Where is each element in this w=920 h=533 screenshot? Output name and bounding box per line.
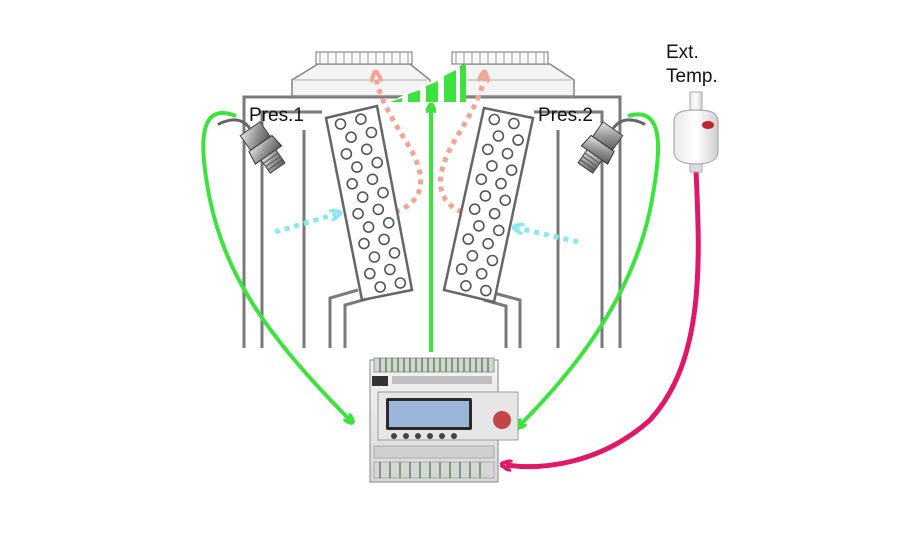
coil-tube bbox=[468, 203, 481, 215]
coil-tube bbox=[486, 160, 498, 172]
cool-air-flow bbox=[274, 214, 579, 245]
coil-tube bbox=[480, 284, 492, 297]
coil-tube bbox=[495, 177, 507, 190]
fan-right bbox=[443, 51, 575, 97]
coil-tube bbox=[488, 207, 501, 220]
coil-tube bbox=[377, 186, 389, 199]
coil-tube bbox=[371, 156, 384, 169]
coil-tube bbox=[481, 143, 494, 156]
coil-tube bbox=[479, 190, 492, 202]
coil-tube bbox=[508, 117, 520, 130]
coil-tube bbox=[488, 113, 501, 126]
temperature-signal-line bbox=[506, 169, 701, 467]
coil-tube bbox=[352, 207, 364, 220]
coil-tube bbox=[358, 237, 370, 250]
coil-left bbox=[324, 104, 414, 302]
coil-tube bbox=[486, 254, 499, 267]
coil-tube bbox=[374, 281, 387, 293]
ext-temp-label-line1: Ext. bbox=[666, 42, 699, 63]
coil-tube bbox=[388, 247, 401, 259]
fan-speed-ramp bbox=[390, 64, 466, 102]
coil-tube bbox=[460, 279, 472, 292]
pressure-signal-lines bbox=[201, 108, 661, 425]
temperature-probe-icon bbox=[673, 91, 719, 173]
coil-tube bbox=[351, 161, 363, 173]
coil-tube bbox=[505, 164, 518, 176]
pressure-transducer-icon bbox=[577, 118, 646, 174]
fan-left bbox=[291, 51, 431, 97]
coil-tube bbox=[363, 267, 376, 280]
ext-temp-label-line2: Temp. bbox=[666, 66, 718, 87]
coil-tube bbox=[334, 118, 347, 130]
coil-tube bbox=[482, 237, 494, 250]
hot-air-flow bbox=[376, 76, 484, 215]
coil-tube bbox=[365, 126, 378, 139]
coil-tube bbox=[492, 224, 505, 237]
pressure-transducer-icon bbox=[217, 118, 286, 174]
coil-tube bbox=[501, 147, 514, 160]
coil-tube bbox=[382, 217, 395, 229]
coil-tube bbox=[340, 148, 353, 160]
coil-tube bbox=[378, 233, 390, 246]
coil-tube bbox=[492, 130, 505, 142]
controller-icon bbox=[369, 357, 519, 483]
coil-tube bbox=[499, 194, 512, 207]
coil-tube bbox=[455, 263, 468, 275]
coil-tube bbox=[473, 220, 485, 232]
pres2-label: Pres.2 bbox=[538, 105, 593, 126]
coil-tube bbox=[475, 267, 488, 280]
coil-tube bbox=[394, 277, 407, 289]
coil-tube bbox=[346, 178, 359, 190]
coil-tube bbox=[512, 134, 524, 146]
coil-tube bbox=[355, 113, 367, 125]
coil-tube bbox=[462, 233, 475, 245]
pres2-signal-line bbox=[520, 112, 661, 425]
coil-tube bbox=[475, 173, 488, 186]
pres1-signal-line bbox=[201, 111, 350, 420]
coil-tube bbox=[384, 263, 396, 276]
coil-tube bbox=[372, 203, 385, 216]
coil-tube bbox=[360, 143, 373, 156]
coil-tube bbox=[345, 131, 357, 143]
pres1-label: Pres.1 bbox=[249, 105, 304, 126]
coil-tube bbox=[356, 191, 369, 203]
coil-tube bbox=[368, 251, 381, 263]
coil-tube bbox=[362, 221, 375, 233]
coil-right bbox=[442, 106, 535, 304]
coil-tube bbox=[466, 250, 479, 262]
coil-tube bbox=[366, 173, 379, 186]
